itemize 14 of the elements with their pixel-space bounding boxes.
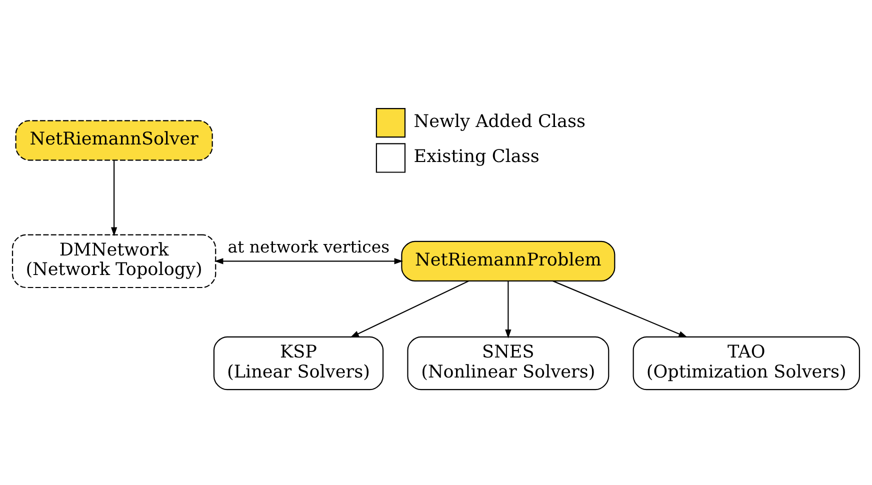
arrow xyxy=(214,258,404,264)
node-box: KSP (Linear Solvers) xyxy=(213,336,384,390)
edge-label: at network vertices xyxy=(228,237,390,256)
legend-label: Newly Added Class xyxy=(414,112,586,132)
node-box: SNES (Nonlinear Solvers) xyxy=(407,336,610,390)
arrow xyxy=(110,160,118,236)
node-box: DMNetwork (Network Topology) xyxy=(12,234,216,288)
legend-label: Existing Class xyxy=(414,147,540,168)
arrow xyxy=(505,281,512,338)
node-box: NetRiemannProblem xyxy=(401,240,616,282)
node-box: TAO (Optimization Solvers) xyxy=(632,336,860,390)
arrow xyxy=(552,280,688,338)
arrow xyxy=(350,280,469,338)
node-box: NetRiemannSolver xyxy=(15,120,213,161)
